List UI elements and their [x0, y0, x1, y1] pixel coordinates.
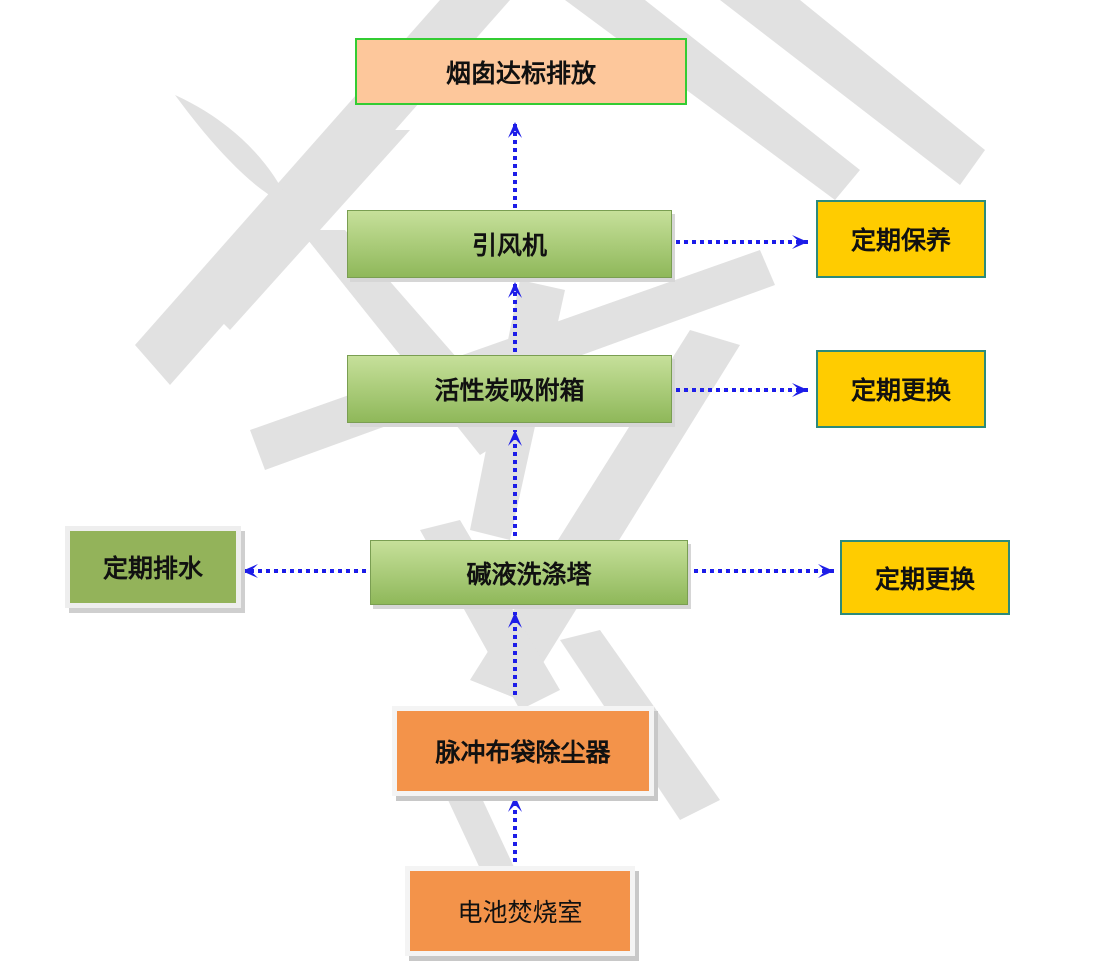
maintenance-node: 定期保养 — [816, 200, 986, 278]
arrowhead-fan-to-maint — [792, 235, 808, 249]
arrowhead-scrubber-to-drain — [242, 564, 258, 578]
arrowhead-bag_filter-to-scrubber — [508, 612, 522, 628]
alkali-scrubber-node: 碱液洗涤塔 — [370, 540, 688, 605]
watermark-stroke — [470, 330, 740, 700]
arrowhead-scrubber-to-replace_scrubber — [818, 564, 834, 578]
arrowhead-fan-to-chimney — [508, 122, 522, 138]
arrowhead-scrubber-to-carbon — [508, 430, 522, 446]
arrowhead-carbon-to-fan — [508, 282, 522, 298]
arrowhead-carbon-to-replace_carbon — [792, 383, 808, 397]
replace-carbon-node: 定期更换 — [816, 350, 986, 428]
replace-scrubber-node: 定期更换 — [840, 540, 1010, 615]
drain-node: 定期排水 — [65, 526, 241, 608]
arrowhead-furnace-to-bag_filter — [508, 796, 522, 812]
bag-filter-node: 脉冲布袋除尘器 — [392, 706, 654, 796]
watermark-stroke — [175, 95, 290, 205]
fan-node: 引风机 — [347, 210, 672, 278]
carbon-adsorber-node: 活性炭吸附箱 — [347, 355, 672, 423]
furnace-node: 电池焚烧室 — [405, 866, 635, 956]
chimney-node: 烟囱达标排放 — [355, 38, 687, 105]
watermark-stroke — [720, 0, 985, 185]
edges — [242, 122, 834, 862]
